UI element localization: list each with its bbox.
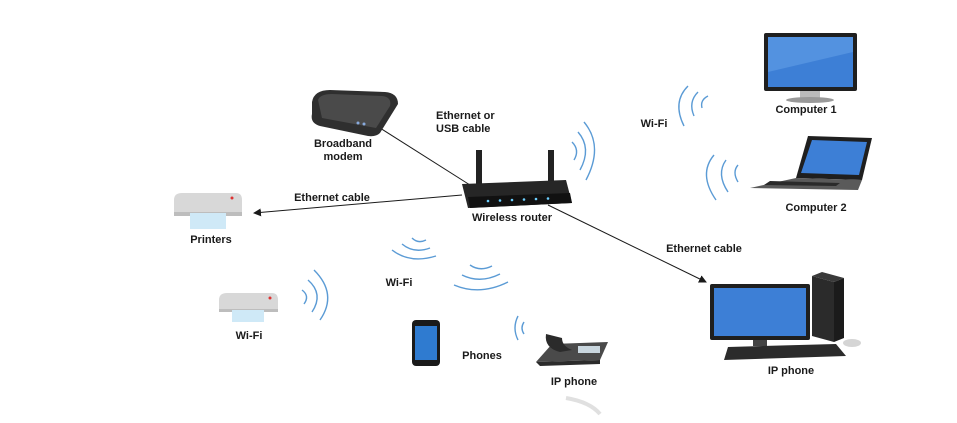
desktop-label: IP phone [767,365,815,377]
printer-cable [253,194,463,217]
printers-label: Printers [190,234,232,246]
printer-icon [174,193,242,229]
wifi-phones-label: Wi-Fi [385,277,413,289]
wifi-waves-phone-icon [514,315,525,341]
ip-phone-label: IP phone [550,376,598,388]
wifi-waves-computer2-icon [705,154,739,201]
modem-cable [379,127,471,186]
monitor-icon [764,33,857,103]
modem-label: Broadband modem [313,138,373,163]
smartphone-icon [412,320,440,366]
computer1-label: Computer 1 [775,104,837,116]
wifi-computers-label: Wi-Fi [640,118,668,130]
modem-link-label: Ethernet or USB cable [436,110,495,135]
computer2-label: Computer 2 [785,202,847,214]
desk-phone-icon [536,334,608,366]
wifi-waves-router-icon [571,121,596,181]
desktop-link-label: Ethernet cable [666,243,742,255]
wifi-waves-computer1-icon [678,85,709,127]
desktop-cable [547,204,707,283]
router-label: Wireless router [472,212,552,224]
printer-icon [219,293,278,322]
router-icon [462,150,572,208]
laptop-icon [750,136,872,190]
desktop-pc-icon [710,272,861,360]
modem-icon [311,90,398,137]
wifi-waves-left-icon [391,237,437,260]
wifi-printer-label: Wi-Fi [235,330,263,342]
wifi-waves-printer-icon [301,269,329,321]
printer-link-label: Ethernet cable [294,192,370,204]
wifi-waves-router-down-icon [453,264,509,291]
watermark-curve [565,396,602,416]
phones-label: Phones [462,350,502,362]
